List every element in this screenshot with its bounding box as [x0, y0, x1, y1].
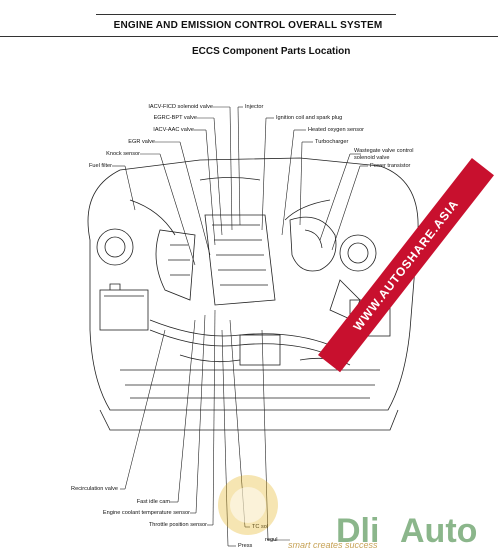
header-rule: [0, 36, 498, 37]
label-power-transistor: Power transistor: [370, 163, 411, 169]
watermark-logo-right: Auto: [400, 512, 478, 550]
label-throttle-position-sensor: Throttle position sensor: [148, 522, 207, 528]
label-wastegate-2: solenoid valve: [354, 155, 390, 161]
label-wastegate-1: Wastegate valve control: [354, 148, 414, 154]
label-fast-idle-cam: Fast idle cam: [136, 499, 170, 505]
label-egr-valve: EGR valve: [128, 139, 155, 145]
label-recirculation-valve: Recirculation valve: [71, 486, 118, 492]
label-heated-o2: Heated oxygen sensor: [308, 127, 364, 133]
label-coolant-temp-sensor: Engine coolant temperature sensor: [102, 510, 190, 516]
label-fuel-filter: Fuel filter: [88, 163, 112, 169]
watermark-tagline: smart creates success: [288, 540, 378, 550]
label-tc-sol: TC sol: [252, 524, 269, 530]
page-title: ECCS Component Parts Location: [192, 46, 351, 57]
label-injector: Injector: [245, 104, 264, 110]
watermark-logo-left: Dli: [336, 512, 380, 550]
section-title: ENGINE AND EMISSION CONTROL OVERALL SYST…: [113, 20, 383, 31]
label-ignition-coil: Ignition coil and spark plug: [276, 115, 343, 121]
label-iacv-aac: IACV-AAC valve: [153, 127, 194, 133]
label-turbocharger: Turbocharger: [315, 139, 349, 145]
header-tab: [96, 14, 396, 37]
label-press: Press: [238, 543, 253, 549]
label-iacv-ficd: IACV-FICD solenoid valve: [148, 104, 213, 110]
label-egrc-bpt: EGRC-BPT valve: [153, 115, 197, 121]
label-regulator: regul: [265, 537, 278, 543]
label-knock-sensor: Knock sensor: [106, 151, 140, 157]
